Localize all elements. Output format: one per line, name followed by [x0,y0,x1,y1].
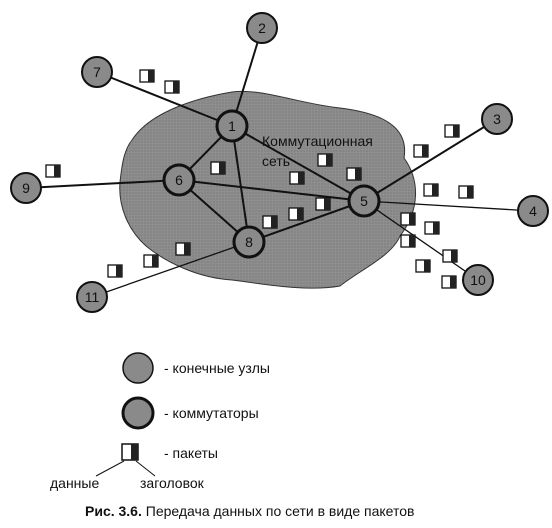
svg-text:1: 1 [228,118,236,134]
end-node-4: 4 [517,195,549,227]
cloud-label-line2: сеть [262,153,290,169]
end-node-3: 3 [481,103,513,135]
switch-1: 1 [215,109,249,143]
legend-end-node-icon [122,352,154,384]
svg-text:2: 2 [258,20,266,36]
caption-text: Передача данных по сети в виде пакетов [146,503,415,519]
end-node-10: 10 [462,264,494,296]
switch-6: 6 [162,163,196,197]
svg-text:9: 9 [22,180,30,196]
caption-prefix: Рис. 3.6. [85,503,142,519]
end-node-11: 11 [76,281,108,313]
svg-text:5: 5 [360,193,368,209]
legend-switch-icon [121,396,155,430]
legend-switches-label: - коммутаторы [164,405,259,421]
svg-text:7: 7 [93,64,101,80]
svg-text:10: 10 [470,272,486,288]
svg-text:3: 3 [493,111,501,127]
end-node-9: 9 [10,172,42,204]
svg-text:8: 8 [245,234,253,250]
legend: - конечные узлы - коммутаторы - пакеты д… [50,352,270,491]
switch-5: 5 [347,184,381,218]
cloud-label-line1: Коммутационная [262,133,373,149]
switch-8: 8 [232,225,266,259]
svg-text:11: 11 [85,289,100,305]
end-node-2: 2 [246,12,278,44]
legend-packets-label: - пакеты [164,445,218,461]
svg-text:4: 4 [529,203,537,219]
links [25,27,534,298]
svg-text:6: 6 [175,172,183,188]
end-node-7: 7 [81,56,113,88]
legend-packet-icon [121,443,139,461]
legend-end-nodes-label: - конечные узлы [164,360,270,376]
legend-header-label: заголовок [140,475,205,491]
figure-caption: Рис. 3.6. Передача данных по сети в виде… [85,503,414,519]
legend-data-label: данные [50,475,99,491]
